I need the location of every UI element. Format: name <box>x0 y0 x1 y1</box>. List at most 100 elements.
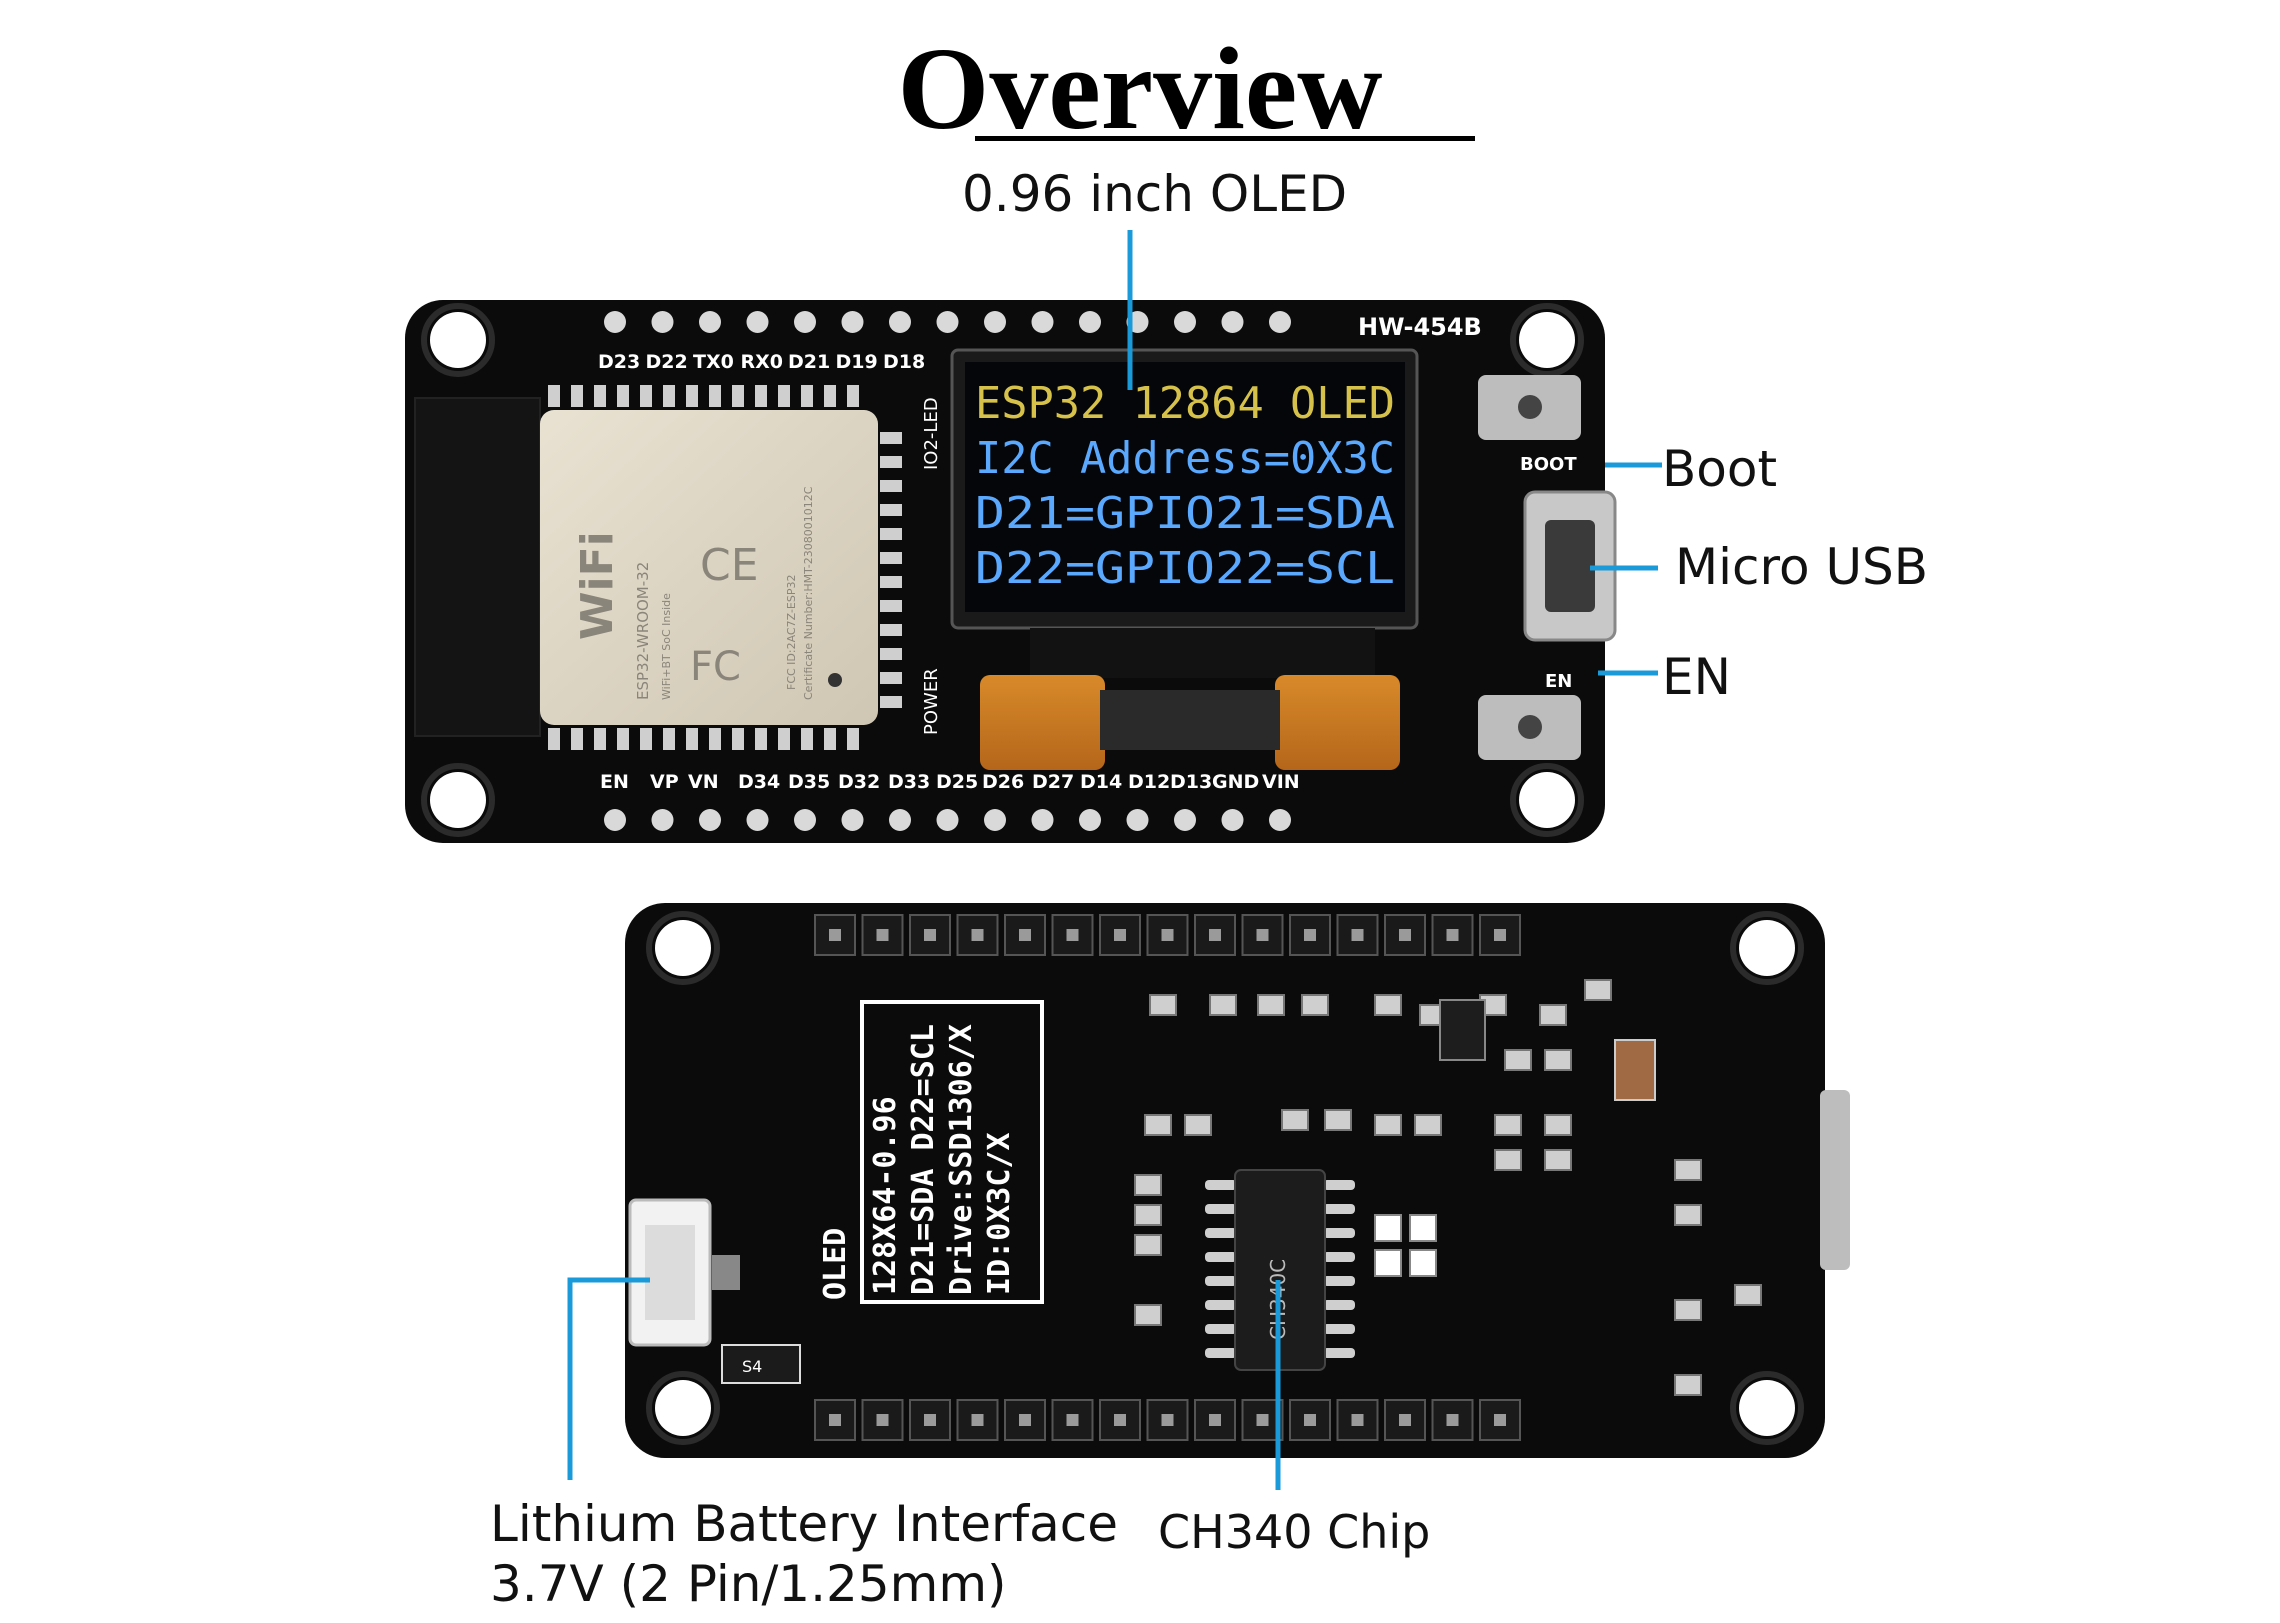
module-pad <box>880 504 902 516</box>
crystal-pad <box>1374 1214 1402 1242</box>
wifi-logo: WiFi <box>572 531 623 640</box>
header-hole <box>746 809 769 831</box>
module-fcc: FCC ID:2AC7Z-ESP32 <box>785 575 798 691</box>
module-cert: Certificate Number:HMT-2308001012C <box>802 486 815 700</box>
battery-connector[interactable] <box>628 1198 740 1347</box>
module-pad <box>732 728 744 750</box>
pin-label: D21 <box>788 351 830 373</box>
smd-component <box>1544 1114 1572 1136</box>
header-pin <box>1479 914 1521 956</box>
smd-component <box>1584 979 1612 1001</box>
pin-label: RX0 <box>741 351 784 373</box>
oled-line: D21=GPIO21=SDA <box>975 488 1395 539</box>
module-name: ESP32-WROOM-32 <box>634 562 652 700</box>
chip-leg <box>1323 1228 1355 1238</box>
module-pad <box>640 728 652 750</box>
header-pin <box>1289 914 1331 956</box>
smd-component <box>1674 1204 1702 1226</box>
smd-component <box>1134 1204 1162 1226</box>
smd-component <box>1504 1049 1532 1071</box>
en-silk-label: EN <box>1545 671 1572 692</box>
battery-callout-line1: Lithium Battery Interface <box>490 1495 1119 1553</box>
header-hole <box>936 809 959 831</box>
header-hole <box>936 311 959 333</box>
smd-component <box>1674 1299 1702 1321</box>
smd-component <box>1149 994 1177 1016</box>
header-hole <box>651 311 674 333</box>
chip-leg <box>1323 1180 1355 1190</box>
header-hole <box>746 311 769 333</box>
module-pad <box>880 576 902 588</box>
page-title: Overview <box>897 23 1383 154</box>
header-hole <box>1174 311 1196 333</box>
module-pad <box>880 432 902 444</box>
header-hole <box>1079 809 1101 831</box>
fcc-mark: FC <box>690 644 741 690</box>
module-pad <box>640 385 652 407</box>
power-led-label: POWER <box>921 668 942 735</box>
pin-label: D19 <box>836 351 878 373</box>
back-components <box>1134 979 1762 1396</box>
module-pad <box>880 600 902 612</box>
oled-callout: 0.96 inch OLED <box>962 165 1348 223</box>
module-pads <box>548 385 902 750</box>
header-hole <box>889 809 911 831</box>
battery-callout-line <box>567 1277 650 1480</box>
module-pad <box>663 385 675 407</box>
module-pad <box>548 385 560 407</box>
header-pin <box>1431 1399 1474 1441</box>
chip-leg <box>1205 1180 1237 1190</box>
chip-leg <box>1323 1252 1355 1262</box>
back-mounting-holes <box>646 911 1804 1445</box>
silk-line: D21=SDA D22=SCL <box>906 1024 941 1295</box>
esp32-module-shield <box>540 410 878 725</box>
module-pad <box>880 696 902 708</box>
module-pad <box>755 385 767 407</box>
crystal-pad <box>1374 1249 1402 1277</box>
silk-title: OLED <box>818 1228 853 1300</box>
header-pin <box>1384 1399 1426 1441</box>
oled-screen <box>965 362 1405 612</box>
boot-button[interactable] <box>1478 375 1581 440</box>
header-hole <box>1174 809 1196 831</box>
header-hole <box>1269 809 1291 831</box>
battery-callout-line2: 3.7V (2 Pin/1.25mm) <box>490 1555 1007 1613</box>
header-hole <box>604 809 626 831</box>
module-pad <box>594 728 606 750</box>
en-callout: EN <box>1662 648 1731 706</box>
pin-label: D27 <box>1032 771 1074 793</box>
header-hole <box>794 809 816 831</box>
smd-component <box>1301 994 1329 1016</box>
pin-label: D35 <box>788 771 830 793</box>
front-bottom-header <box>604 809 1291 831</box>
chip-leg <box>1205 1348 1237 1358</box>
boot-callout: Boot <box>1662 440 1778 498</box>
module-pad <box>801 728 813 750</box>
oled-flex-middle <box>1100 690 1280 750</box>
chip-leg <box>1323 1204 1355 1214</box>
back-usb-edge <box>1820 1090 1850 1270</box>
io2-led-label: IO2-LED <box>921 397 942 470</box>
header-pin <box>1004 914 1046 956</box>
header-pin <box>814 1399 856 1441</box>
front-mounting-holes <box>421 303 1584 837</box>
module-pad <box>824 385 836 407</box>
oled-silk-box <box>860 1000 1044 1304</box>
header-hole <box>984 809 1006 831</box>
smd-component <box>1144 1114 1172 1136</box>
module-pad <box>778 728 790 750</box>
module-pad <box>571 728 583 750</box>
front-board: WiFi CE FC ESP32-WROOM-32 WiFi+BT SoC In… <box>405 300 1617 843</box>
module-pad <box>732 385 744 407</box>
header-hole <box>841 311 864 333</box>
ce-mark: CE <box>700 540 759 591</box>
front-top-header <box>604 311 1291 333</box>
pin-label: D32 <box>838 771 880 793</box>
model-label: HW-454B <box>1358 313 1482 341</box>
module-pad <box>824 728 836 750</box>
smd-component <box>1674 1374 1702 1396</box>
module-pad <box>847 728 859 750</box>
en-button[interactable] <box>1478 695 1581 760</box>
